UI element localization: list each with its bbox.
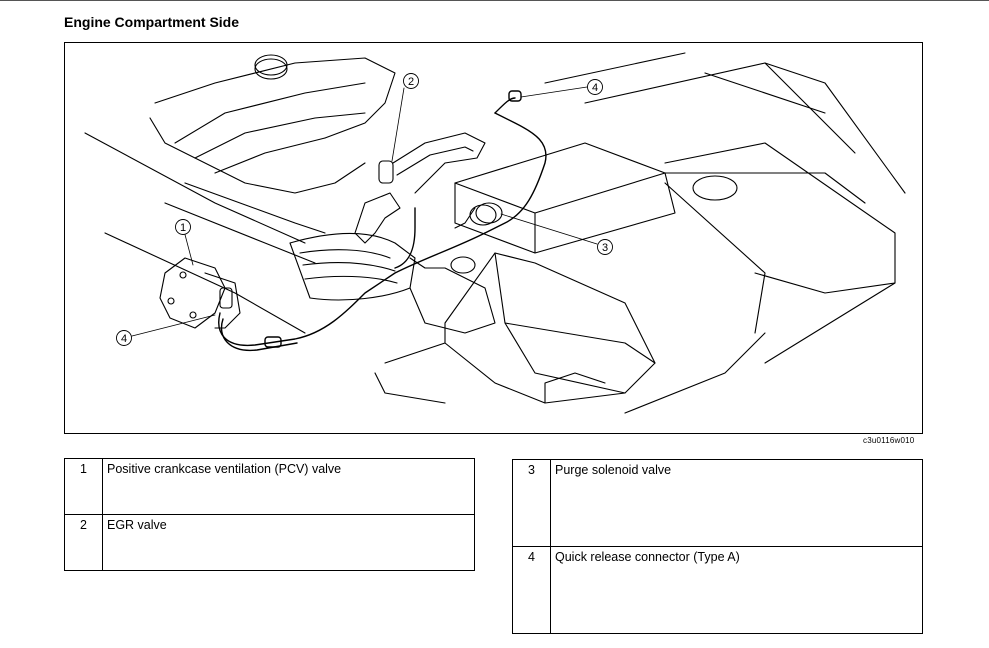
legend-row: 1 Positive crankcase ventilation (PCV) v… — [64, 458, 475, 515]
legend-row: 2 EGR valve — [64, 514, 475, 571]
legend-number: 3 — [512, 459, 551, 547]
legend-table-right: 3 Purge solenoid valve 4 Quick release c… — [512, 459, 923, 634]
cylinder-head-cover — [149, 54, 396, 264]
callout-leaders — [131, 86, 598, 337]
callout-4-left: 4 — [121, 333, 127, 345]
callout-3: 3 — [602, 242, 608, 254]
egr-valve — [354, 132, 486, 244]
air-cleaner-box — [374, 252, 656, 404]
pcv-valve-assembly — [159, 257, 241, 329]
callout-1: 1 — [180, 222, 186, 234]
battery-box — [454, 142, 866, 254]
body-outline-lines — [84, 52, 906, 414]
engine-illustration: 1 2 3 4 4 — [84, 52, 906, 414]
legend-number: 1 — [64, 458, 103, 515]
legend-description: EGR valve — [102, 514, 475, 571]
callout-4-top: 4 — [592, 82, 598, 94]
engine-compartment-diagram: 1 2 3 4 4 — [64, 42, 923, 434]
top-rule — [0, 0, 989, 1]
legend-description: Positive crankcase ventilation (PCV) val… — [102, 458, 475, 515]
quick-release-connector-b — [508, 90, 522, 102]
legend-description: Purge solenoid valve — [550, 459, 923, 547]
callout-2: 2 — [408, 76, 414, 88]
vacuum-hoses — [218, 90, 547, 352]
section-heading: Engine Compartment Side — [64, 14, 240, 30]
legend-row: 4 Quick release connector (Type A) — [512, 546, 923, 634]
figure-code: c3u0116w010 — [863, 436, 915, 445]
quick-release-connector-a — [264, 336, 282, 348]
air-intake-duct — [289, 232, 496, 334]
legend-row: 3 Purge solenoid valve — [512, 459, 923, 547]
callout-circles — [116, 73, 613, 346]
legend-table-left: 1 Positive crankcase ventilation (PCV) v… — [64, 458, 475, 571]
legend-number: 4 — [512, 546, 551, 634]
legend-description: Quick release connector (Type A) — [550, 546, 923, 634]
legend-number: 2 — [64, 514, 103, 571]
purge-solenoid-valve — [454, 202, 503, 229]
